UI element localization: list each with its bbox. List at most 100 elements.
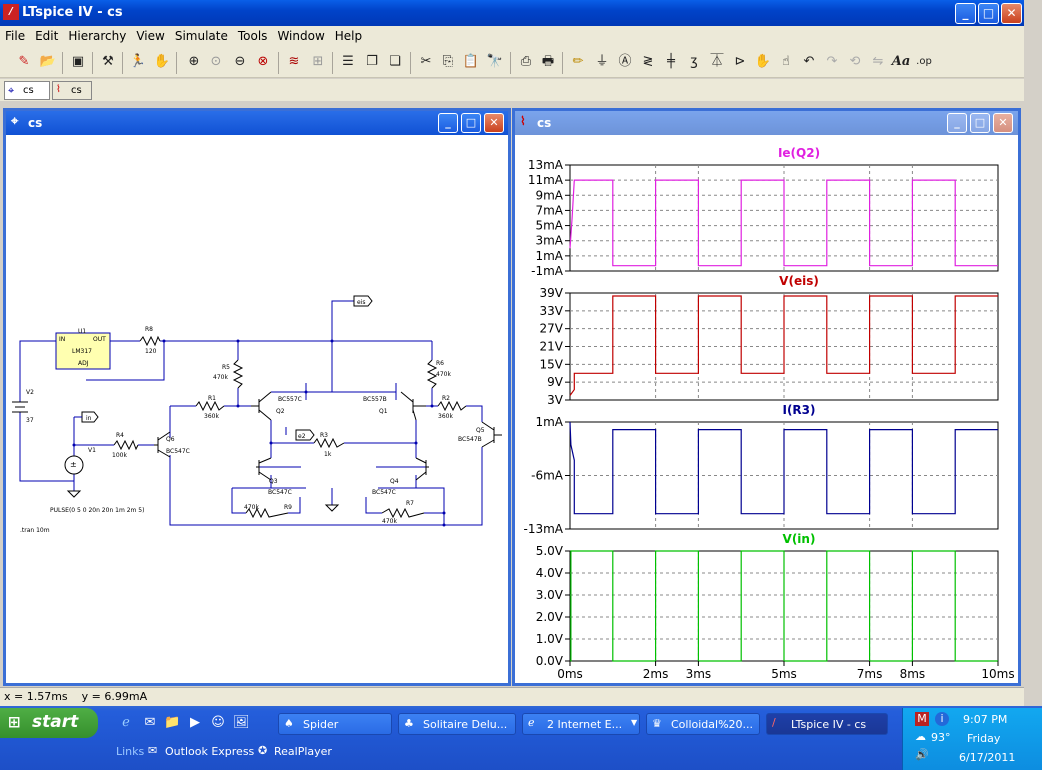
paste-icon[interactable]: 📋 (462, 54, 480, 69)
media-player-icon[interactable]: ▶ (190, 715, 200, 730)
schematic-minimize-button[interactable]: _ (438, 113, 458, 133)
tile-vertical-icon[interactable]: ❐ (366, 54, 378, 69)
copy-icon[interactable]: ⎘ (442, 54, 454, 69)
autorange-icon[interactable]: ≋ (288, 54, 300, 69)
realplayer-link[interactable]: RealPlayer (274, 745, 332, 758)
r9-resistor[interactable] (245, 507, 289, 519)
redo-icon[interactable]: ↷ (826, 54, 838, 69)
start-button[interactable]: ⊞ start (0, 708, 98, 738)
r1-resistor[interactable] (195, 400, 225, 412)
explorer-icon[interactable]: 📁 (164, 715, 181, 730)
inductor-icon[interactable]: ʒ (690, 54, 698, 69)
trace-title[interactable]: I(R3) (782, 403, 815, 417)
pulse-directive[interactable]: PULSE(0 5 0 20n 20n 1m 2m 5) (50, 507, 144, 514)
resistor-icon[interactable]: ≷ (642, 54, 654, 69)
undo-icon[interactable]: ↶ (803, 54, 815, 69)
tab-waveform[interactable]: ⌇ cs (52, 81, 92, 100)
r8-resistor[interactable] (139, 335, 161, 347)
tab-schematic[interactable]: ⌖ cs (4, 81, 50, 100)
open-icon[interactable]: 📂 (39, 54, 57, 69)
zoom-in-icon[interactable]: ⊕ (188, 54, 200, 69)
r3-resistor[interactable] (313, 437, 345, 449)
r6-resistor[interactable] (426, 359, 438, 389)
spice-directive-icon[interactable]: .op (916, 56, 932, 67)
minimize-button[interactable]: _ (955, 3, 976, 24)
schematic-close-button[interactable]: ✕ (484, 113, 504, 133)
r5-resistor[interactable] (232, 359, 244, 389)
print-preview-icon[interactable]: ⎙ (520, 54, 532, 69)
plot-pane-2[interactable]: I(R3)1mA-6mA-13mA (524, 403, 999, 536)
lm317-regulator[interactable] (55, 332, 111, 370)
waveform-close-button[interactable]: ✕ (993, 113, 1013, 133)
schematic-window[interactable]: ⌖ cs _ □ ✕ (3, 108, 511, 686)
task-ltspice[interactable]: /LTspice IV - cs (766, 713, 888, 735)
v1-source[interactable] (64, 455, 84, 475)
menu-simulate[interactable]: Simulate (174, 29, 228, 43)
waveform-maximize-button[interactable]: □ (970, 113, 990, 133)
zoom-pan-icon[interactable]: ⊙ (210, 54, 222, 69)
q5-transistor[interactable] (481, 421, 502, 448)
zoom-fit-icon[interactable]: ⊗ (257, 54, 269, 69)
app-title-bar[interactable]: / LTspice IV - cs _ □ ✕ (0, 0, 1024, 26)
outlook-icon[interactable]: ✉ (144, 715, 156, 730)
trace-title[interactable]: V(eis) (779, 274, 819, 288)
label-net-icon[interactable]: Ⓐ (618, 54, 632, 69)
trace-title[interactable]: Ie(Q2) (778, 146, 820, 160)
in-net-flag[interactable] (81, 411, 99, 423)
control-panel-icon[interactable]: ⚒ (102, 54, 114, 69)
antivirus-icon[interactable]: M (915, 712, 929, 726)
e2-net-flag[interactable] (295, 429, 315, 441)
q4-transistor[interactable] (415, 457, 429, 481)
waveform-window-title-bar[interactable]: ⌇ cs _ □ ✕ (515, 111, 1018, 135)
run-icon[interactable]: 🏃 (129, 54, 147, 69)
cut-icon[interactable]: ✂ (420, 54, 432, 69)
volume-icon[interactable]: 🔊 (915, 748, 929, 761)
task-spider[interactable]: ♠Spider (278, 713, 392, 735)
menu-help[interactable]: Help (334, 29, 363, 43)
drag-icon[interactable]: ☝ (782, 54, 790, 69)
paint-icon[interactable]: 🖼 (233, 715, 250, 730)
component-icon[interactable]: ⊳ (734, 54, 746, 69)
save-icon[interactable]: ▣ (71, 54, 85, 69)
wire-icon[interactable]: ✏ (572, 54, 584, 69)
task-solitaire[interactable]: ♣Solitaire Delu... (398, 713, 516, 735)
find-icon[interactable]: 🔭 (486, 54, 504, 69)
waveform-minimize-button[interactable]: _ (947, 113, 967, 133)
schematic-canvas[interactable]: U1 IN OUT LM317 ADJ R8 120 V2 37 R5 470k… (6, 135, 508, 683)
menu-window[interactable]: Window (277, 29, 325, 43)
maximize-button[interactable]: □ (978, 3, 999, 24)
weather-icon[interactable]: ☁ (915, 730, 926, 743)
r7-resistor[interactable] (381, 507, 425, 519)
q2-transistor[interactable] (251, 391, 272, 421)
schematic-maximize-button[interactable]: □ (461, 113, 481, 133)
r2-resistor[interactable] (437, 400, 467, 412)
waveform-plots[interactable]: Ie(Q2)13mA11mA9mA7mA5mA3mA1mA-1mAV(eis)3… (515, 135, 1018, 683)
q3-transistor[interactable] (256, 457, 272, 481)
menu-view[interactable]: View (136, 29, 165, 43)
q1-transistor[interactable] (400, 391, 426, 421)
grid-icon[interactable]: ⊞ (312, 54, 324, 69)
info-icon[interactable]: i (935, 712, 949, 726)
print-icon[interactable]: 🖶 (541, 54, 555, 69)
ground-icon[interactable]: ⏚ (595, 54, 609, 69)
outlook-express-link[interactable]: Outlook Express (165, 745, 255, 758)
schematic-window-title-bar[interactable]: ⌖ cs _ □ ✕ (6, 111, 508, 135)
messenger-icon[interactable]: ☺ (211, 715, 225, 730)
eis-net-flag[interactable] (353, 295, 373, 307)
close-button[interactable]: ✕ (1001, 3, 1022, 24)
internet-explorer-icon[interactable]: ℯ (122, 715, 130, 730)
tile-horizontal-icon[interactable]: ☰ (342, 54, 354, 69)
menu-edit[interactable]: Edit (35, 29, 59, 43)
zoom-out-icon[interactable]: ⊖ (234, 54, 246, 69)
menu-file[interactable]: File (5, 29, 26, 43)
capacitor-icon[interactable]: ╪ (667, 54, 675, 69)
move-icon[interactable]: ✋ (754, 54, 772, 69)
new-schematic-icon[interactable]: ✎ (18, 54, 30, 69)
text-icon[interactable]: Aa (891, 54, 911, 69)
menu-hierarchy[interactable]: Hierarchy (68, 29, 127, 43)
q6-transistor[interactable] (154, 431, 171, 458)
